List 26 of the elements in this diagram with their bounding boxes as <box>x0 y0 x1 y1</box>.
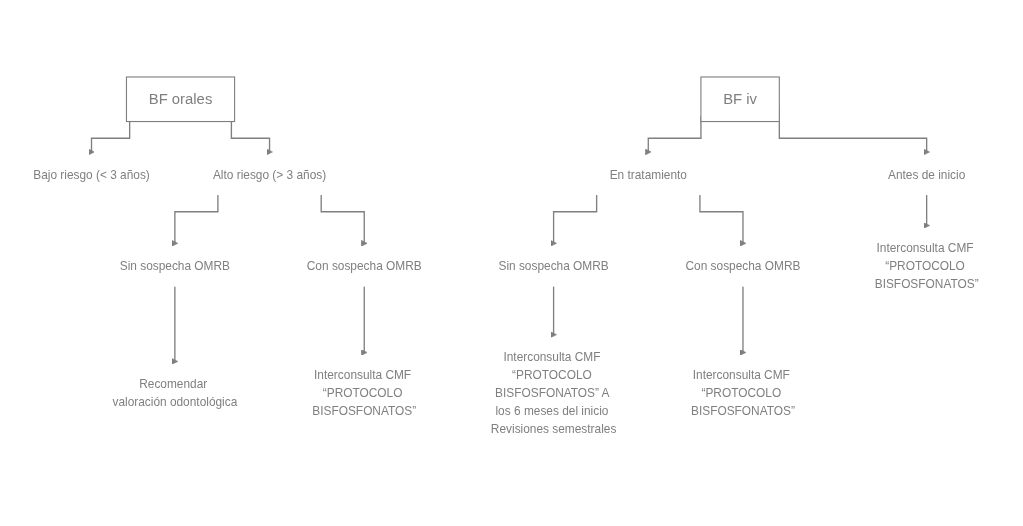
arrow <box>923 194 930 229</box>
node-box: BF iv <box>700 76 780 123</box>
node-text: Recomendar valoración odontológica <box>112 377 238 409</box>
node-text: Sin sospecha OMRB <box>119 259 231 273</box>
node-text: Interconsulta CMF “PROTOCOLO BISFOSFONATOS” <box>874 241 979 291</box>
arrow <box>88 120 131 156</box>
node-text: Interconsulta CMF “PROTOCOLO BISFOSFONATOS” <box>312 368 417 418</box>
arrow <box>550 194 598 247</box>
node-text: Interconsulta CMF “PROTOCOLO BISFOSFONATOS” <box>691 368 795 418</box>
arrow <box>171 194 219 247</box>
arrow <box>739 285 747 356</box>
arrow <box>230 120 273 156</box>
arrow <box>171 285 179 365</box>
node-text: Con sospecha OMRB <box>685 259 801 273</box>
node-text: Interconsulta CMF “PROTOCOLO BISFOSFONATOS” A los 6 meses del inicio Revisiones semestrales <box>490 351 617 435</box>
node-text: Con sospecha OMRB <box>306 259 422 273</box>
arrow <box>360 285 368 356</box>
node-text: Bajo riesgo (< 3 años) <box>33 168 150 181</box>
node-text: Sin sospecha OMRB <box>498 259 609 273</box>
node-text: Antes de inicio <box>888 168 966 181</box>
node-text: Alto riesgo (> 3 años) <box>212 168 327 181</box>
node-text: En tratamiento <box>609 168 687 181</box>
arrow <box>550 285 557 338</box>
arrow <box>699 194 747 247</box>
node-box: BF orales <box>125 76 236 123</box>
arrow <box>320 194 368 247</box>
